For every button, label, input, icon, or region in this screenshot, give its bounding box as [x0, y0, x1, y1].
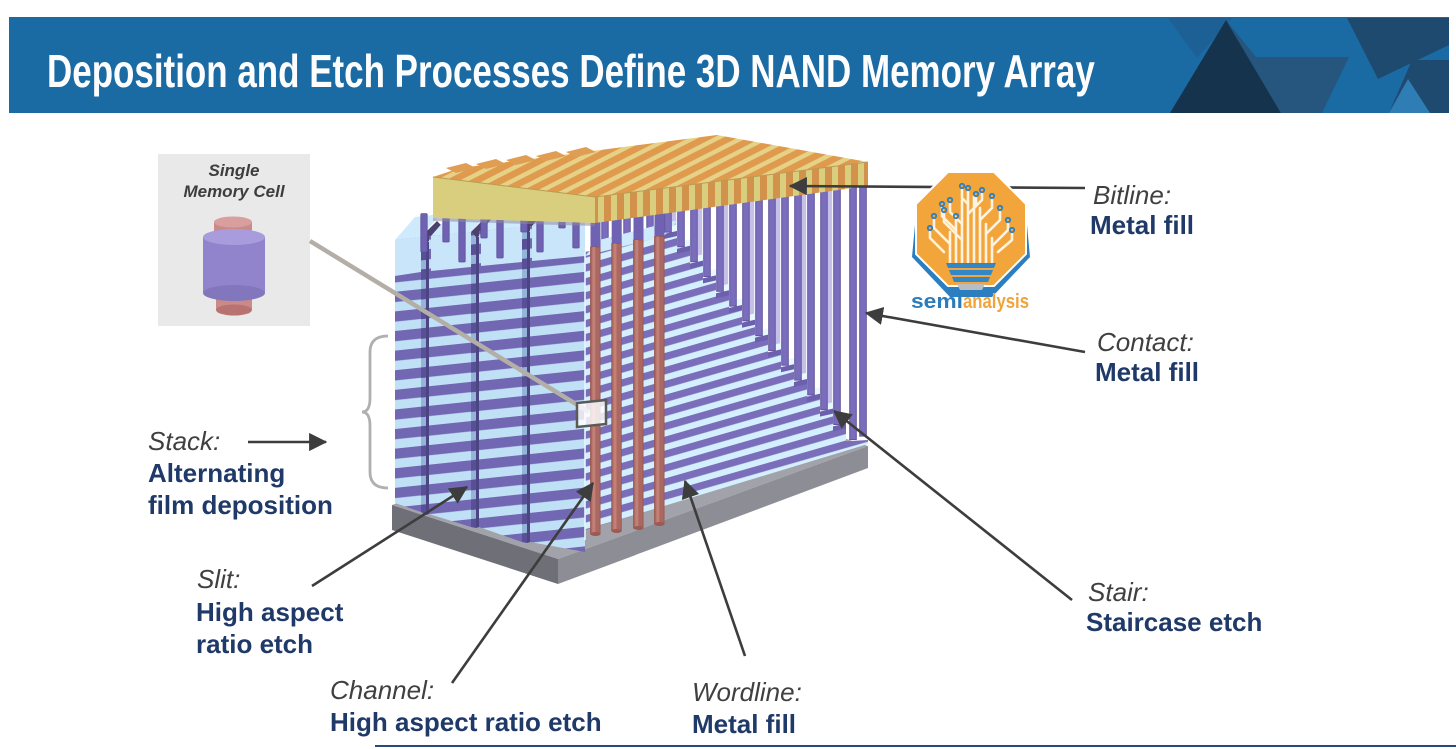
svg-text:semi: semi — [911, 291, 963, 313]
svg-text:analysis: analysis — [963, 291, 1029, 313]
